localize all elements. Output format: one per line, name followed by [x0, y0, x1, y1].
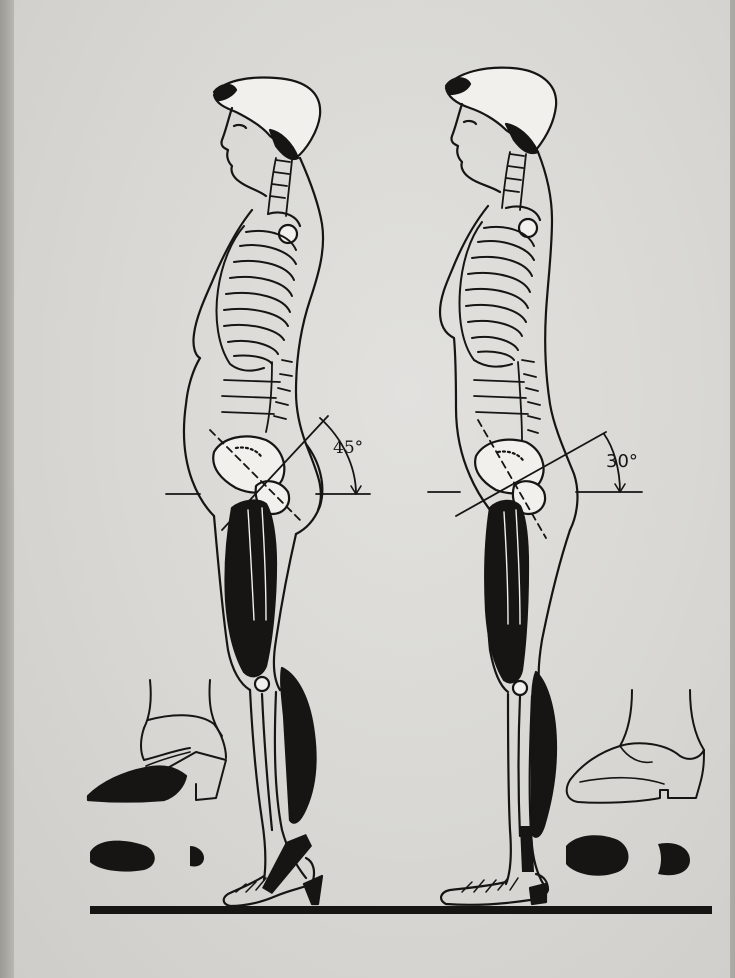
left-figure-calf-muscle [281, 668, 315, 823]
right-figure-knee-joint [513, 681, 527, 695]
right-footprint-heel [658, 843, 690, 875]
right-figure-lumbar-spine [474, 360, 540, 440]
left-angle-label: 45° [333, 438, 363, 458]
right-figure-achilles-tendon [520, 826, 534, 872]
left-figure-neck-back [296, 158, 323, 510]
left-high-heel-shoe [88, 680, 226, 802]
left-footprint-sole [90, 841, 155, 872]
right-figure-eye [464, 121, 476, 124]
left-figure-knee-joint [255, 677, 269, 691]
right-figure-cervical-spine [502, 152, 526, 210]
left-figure-thigh-muscles [225, 501, 276, 677]
right-figure-calf-muscle [532, 672, 556, 837]
right-low-heel-shoe [567, 690, 704, 803]
left-figure-cervical-spine [268, 158, 292, 216]
right-figure-heel-block [530, 884, 546, 904]
right-footprint-sole [566, 835, 629, 876]
left-shoe-toe-cap [88, 766, 186, 801]
right-figure-shoulder-joint [519, 219, 537, 237]
right-figure-ribcage [460, 222, 534, 367]
left-figure-high-heel [184, 78, 323, 906]
left-figure-heel-spike [304, 876, 322, 904]
right-angle-label: 30° [606, 451, 638, 472]
ground-line [90, 906, 712, 914]
left-footprint-heel [190, 846, 204, 867]
left-figure-eye [234, 125, 246, 128]
